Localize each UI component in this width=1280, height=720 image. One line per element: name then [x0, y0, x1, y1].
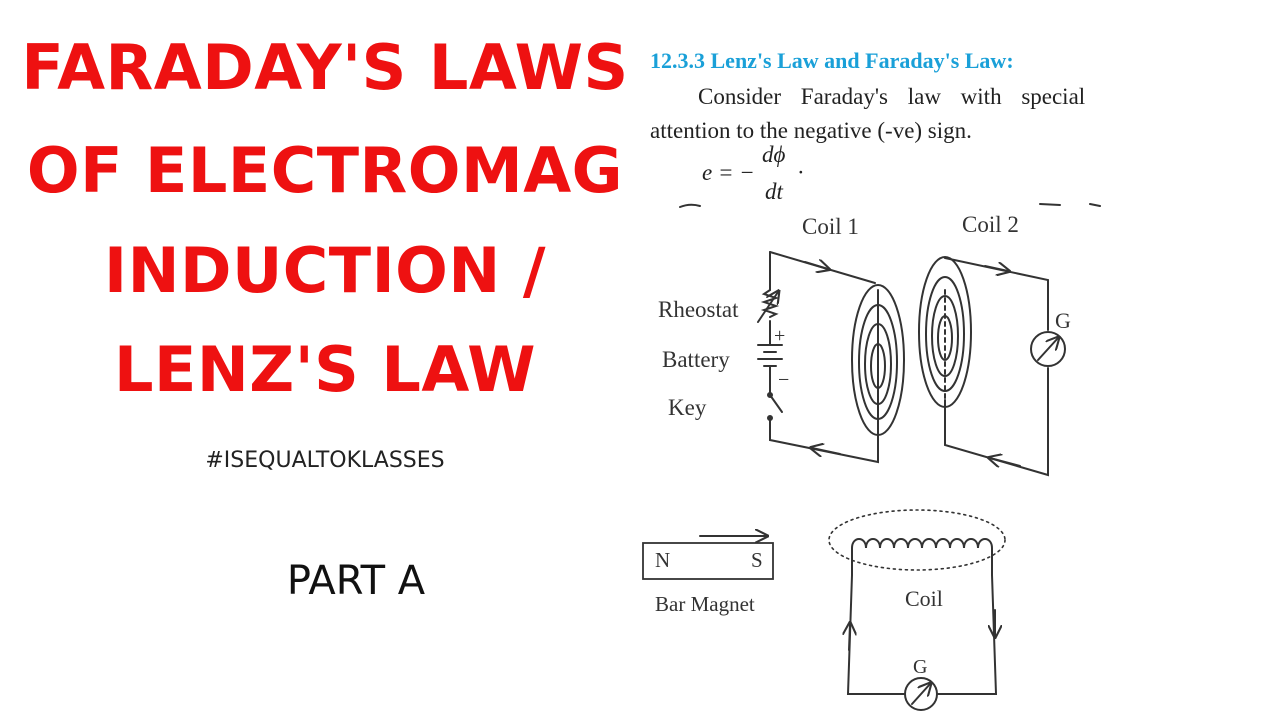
coil2-spiral [918, 256, 972, 411]
coil1-label: Coil 1 [802, 214, 859, 239]
title-line-2: OF ELECTROMAG [26, 134, 624, 207]
body-line-1: Consider Faraday's law with special [698, 84, 1086, 109]
equation-dot: · [797, 160, 805, 185]
coil2-label: Coil 2 [962, 212, 1019, 237]
bar-magnet [642, 536, 774, 580]
solenoid-winding [851, 538, 993, 576]
solenoid-circuit [828, 509, 1006, 711]
magnet-s: S [751, 548, 763, 572]
coil-label: Coil [905, 586, 943, 611]
galvanometer2-symbol [904, 677, 938, 711]
title-line-4: LENZ'S LAW [113, 333, 537, 406]
title-line-1: FARADAY'S LAWS [21, 31, 629, 104]
equation-denominator: dt [765, 179, 783, 204]
bar-magnet-label: Bar Magnet [655, 592, 755, 616]
battery-symbol [757, 344, 783, 367]
galvanometer-symbol [1030, 331, 1066, 367]
battery-plus: + [774, 325, 786, 347]
equation-numerator: dϕ [762, 142, 786, 167]
hashtag: #ISEQUALTOKLASSES [205, 448, 445, 473]
rheostat-label: Rheostat [658, 297, 739, 322]
body-line-2: attention to the negative (-ve) sign. [650, 118, 972, 143]
galvanometer2-label: G [913, 656, 928, 678]
galvanometer-label: G [1055, 308, 1071, 333]
equation-lhs: e = − [702, 160, 755, 185]
clipped-text-remnant [679, 203, 1101, 208]
key-switch [769, 394, 783, 413]
rheostat-arrow [757, 292, 778, 323]
part-label: PART A [286, 558, 426, 604]
magnet-n: N [655, 548, 671, 572]
secondary-circuit [944, 257, 1066, 477]
section-heading: 12.3.3 Lenz's Law and Faraday's Law: [650, 48, 1014, 73]
battery-label: Battery [662, 347, 730, 372]
title-line-3: INDUCTION / [104, 234, 546, 307]
key-label: Key [668, 395, 707, 420]
battery-minus: − [778, 369, 790, 391]
coil1-spiral [851, 284, 905, 441]
